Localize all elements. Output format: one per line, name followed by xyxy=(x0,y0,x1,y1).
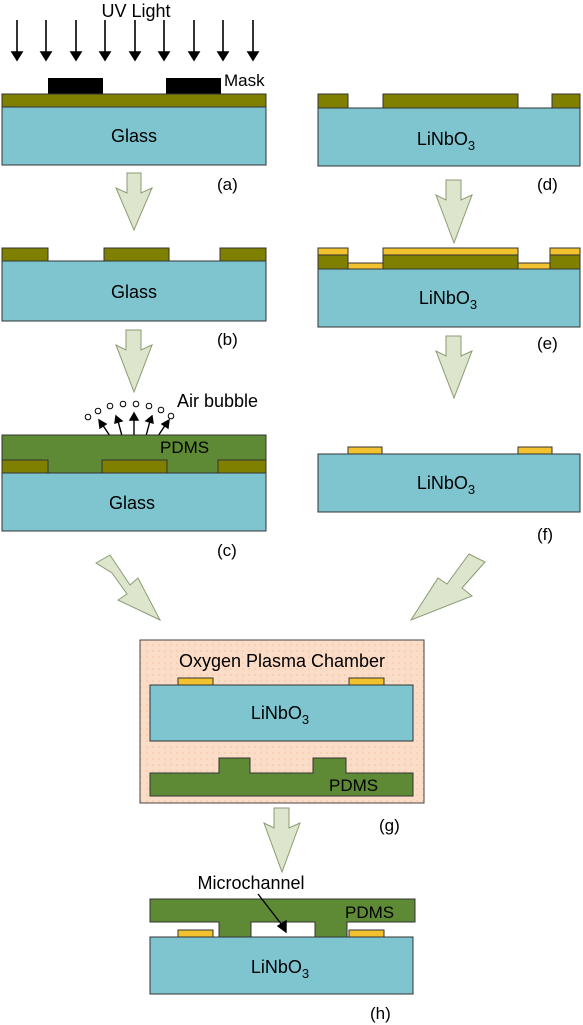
linbo3-label-e: LiNbO3 xyxy=(419,288,477,312)
microchannel-label: Microchannel xyxy=(197,873,304,893)
air-bubbles xyxy=(84,400,175,421)
photoresist-layer-a xyxy=(1,93,267,108)
pdms-label-g: PDMS xyxy=(329,776,378,795)
microchannel-pointer xyxy=(257,893,287,934)
linbo3-substrate-h xyxy=(149,936,414,995)
air-bubble-label: Air bubble xyxy=(177,391,258,411)
arrow-e-to-f xyxy=(435,335,473,400)
photoresist-c-1 xyxy=(1,459,49,474)
electrode-e-top-3 xyxy=(549,247,581,256)
electrode-e-gap-1 xyxy=(347,262,384,270)
electrode-f-1 xyxy=(347,446,383,455)
arrow-b-to-c xyxy=(115,329,153,394)
step-label-e: (e) xyxy=(537,334,558,353)
mask-left xyxy=(48,78,103,94)
photoresist-c-3 xyxy=(217,459,267,474)
photoresist-c-2 xyxy=(101,459,168,474)
mask-right xyxy=(166,78,221,94)
glass-substrate-c xyxy=(1,472,267,532)
photoresist-b-3 xyxy=(219,247,267,262)
linbo3-label-g: LiNbO3 xyxy=(251,703,309,727)
photoresist-b-2 xyxy=(103,247,170,262)
arrow-d-to-e xyxy=(435,179,473,245)
glass-label-a: Glass xyxy=(111,126,157,146)
step-label-a: (a) xyxy=(217,175,238,194)
linbo3-label-h: LiNbO3 xyxy=(251,957,309,981)
arrow-c-to-g xyxy=(95,554,162,622)
photoresist-d-2 xyxy=(382,93,519,109)
pdms-bonded-h xyxy=(149,898,416,938)
photoresist-e-3 xyxy=(549,254,581,270)
linbo3-substrate-d xyxy=(317,107,581,167)
pdms-label-c: PDMS xyxy=(160,438,209,457)
step-label-h: (h) xyxy=(370,1004,391,1023)
photoresist-d-3 xyxy=(551,93,581,109)
arrow-a-to-b xyxy=(115,172,153,232)
uv-light-label: UV Light xyxy=(101,1,170,21)
glass-substrate-a xyxy=(1,106,267,166)
photoresist-d-1 xyxy=(317,93,349,109)
chamber-title: Oxygen Plasma Chamber xyxy=(179,651,385,671)
linbo3-substrate-g xyxy=(149,684,414,742)
arrow-g-to-h xyxy=(263,807,301,874)
mask-label: Mask xyxy=(224,71,265,90)
bubble-arrows xyxy=(98,411,170,437)
linbo3-label-f: LiNbO3 xyxy=(417,473,475,497)
step-label-f: (f) xyxy=(537,525,553,544)
photoresist-e-2 xyxy=(382,254,519,270)
step-label-d: (d) xyxy=(537,175,558,194)
linbo3-label-d: LiNbO3 xyxy=(417,129,475,153)
electrode-g-1 xyxy=(177,677,214,686)
electrode-g-2 xyxy=(348,677,385,686)
glass-substrate-b xyxy=(1,260,267,322)
arrow-f-to-g xyxy=(409,553,486,622)
electrode-e-top-2 xyxy=(382,247,519,256)
process-arrows xyxy=(95,172,486,874)
linbo3-substrate-f xyxy=(317,453,581,513)
photoresist-b-1 xyxy=(1,247,49,262)
electrode-e-top-1 xyxy=(317,247,349,256)
step-label-g: (g) xyxy=(379,816,400,835)
step-label-b: (b) xyxy=(217,330,238,349)
uv-arrows xyxy=(10,20,260,62)
photoresist-e-1 xyxy=(317,254,349,270)
step-label-c: (c) xyxy=(217,541,237,560)
glass-label-b: Glass xyxy=(111,282,157,302)
pdms-label-h: PDMS xyxy=(345,903,394,922)
linbo3-substrate-e xyxy=(317,268,581,328)
electrode-h-1 xyxy=(177,929,214,938)
electrode-h-2 xyxy=(348,929,385,938)
electrode-e-gap-2 xyxy=(517,262,551,270)
pdms-mold-g xyxy=(149,757,414,797)
glass-label-c: Glass xyxy=(109,493,155,513)
electrode-f-2 xyxy=(517,446,553,455)
